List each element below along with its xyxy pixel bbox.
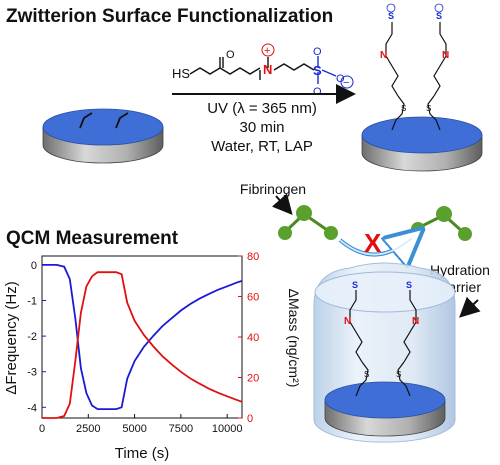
barrier-right-sulfonate-label: S (406, 280, 412, 290)
left-axis-tick-label: -2 (27, 331, 37, 343)
left-chain-thioether-label: S (401, 104, 406, 113)
right-axis-tick-label: 80 (247, 251, 259, 263)
zwitterion-thiol-reagent (189, 56, 337, 84)
sulfonate-oxygen-side-label: O (336, 73, 345, 85)
fibrinogen-pointer-arrow (271, 193, 293, 216)
fibrinogen-incoming-icon (278, 205, 338, 240)
left-chain-nitrogen-label: N (380, 50, 387, 61)
left-axis-tick-label: 0 (31, 260, 37, 272)
reaction-uv-condition: UV (λ = 365 nm) (207, 100, 317, 117)
barrier-left-thioether-label: S (364, 370, 369, 379)
carbonyl-oxygen-label: O (226, 49, 235, 61)
x-axis-tick-label: 5000 (122, 423, 146, 435)
right-axis-tick-label: 60 (247, 292, 259, 304)
barrier-right-thioether-label: S (396, 370, 401, 379)
right-axis-tick-label: 20 (247, 373, 259, 385)
left-axis-label: ΔFrequency (Hz) (3, 281, 20, 394)
ammonium-plus-label: + (264, 45, 270, 57)
hydration-barrier-disk: S S N N S S (313, 262, 456, 443)
blocked-x-mark: X (364, 228, 382, 258)
fibrinogen-repelled-icon (411, 206, 472, 241)
sulfonate-oxygen-bottom-label: O (313, 86, 322, 98)
right-axis-label: ΔMass (ng/cm²) (286, 289, 300, 388)
left-axis-tick-label: -1 (27, 296, 37, 308)
x-axis-tick-label: 0 (39, 423, 45, 435)
barrier-left-nitrogen-label: N (344, 316, 351, 327)
left-chain-sulfonate-label: S (388, 11, 394, 21)
x-axis-tick-label: 10000 (212, 423, 243, 435)
right-axis-tick-label: 0 (247, 413, 253, 425)
qcm-chart: 0 -1 -2 -3 -4 80 60 40 20 0 0 2500 5000 7500 10000 T… (3, 251, 300, 462)
barrier-left-sulfonate-label: S (352, 280, 358, 290)
x-axis-label: Time (s) (115, 445, 169, 462)
ammonium-nitrogen-label: N (263, 62, 272, 77)
left-axis-tick-label: -3 (27, 367, 37, 379)
right-chain-thioether-label: S (426, 104, 431, 113)
right-chain-nitrogen-label: N (442, 50, 449, 61)
reaction-solvent-condition: Water, RT, LAP (211, 138, 313, 155)
qcm-title: QCM Measurement (6, 228, 179, 249)
sulfonate-minus-label: − (343, 77, 349, 89)
bare-alkene-disk (42, 108, 164, 164)
x-axis-tick-label: 2500 (76, 423, 100, 435)
main-title: Zwitterion Surface Functionalization (6, 6, 334, 27)
x-axis-tick-label: 7500 (169, 423, 193, 435)
sulfonate-sulfur-label: S (313, 63, 322, 78)
functionalized-disk: S S N N S S (361, 3, 483, 172)
sulfonate-oxygen-top-label: O (313, 46, 322, 58)
fibrinogen-label: Fibrinogen (239, 181, 307, 197)
right-axis-tick-label: 40 (247, 332, 259, 344)
thiol-group-label: HS (172, 66, 190, 81)
mass-series-line (42, 271, 243, 419)
hydration-label-line1: Hydration (430, 262, 490, 278)
hydration-pointer-arrow (459, 296, 481, 318)
right-chain-sulfonate-label: S (436, 11, 442, 21)
frequency-series-line (42, 263, 243, 411)
reaction-time-condition: 30 min (239, 119, 285, 136)
barrier-right-nitrogen-label: N (412, 316, 419, 327)
left-axis-tick-label: -4 (27, 402, 37, 414)
